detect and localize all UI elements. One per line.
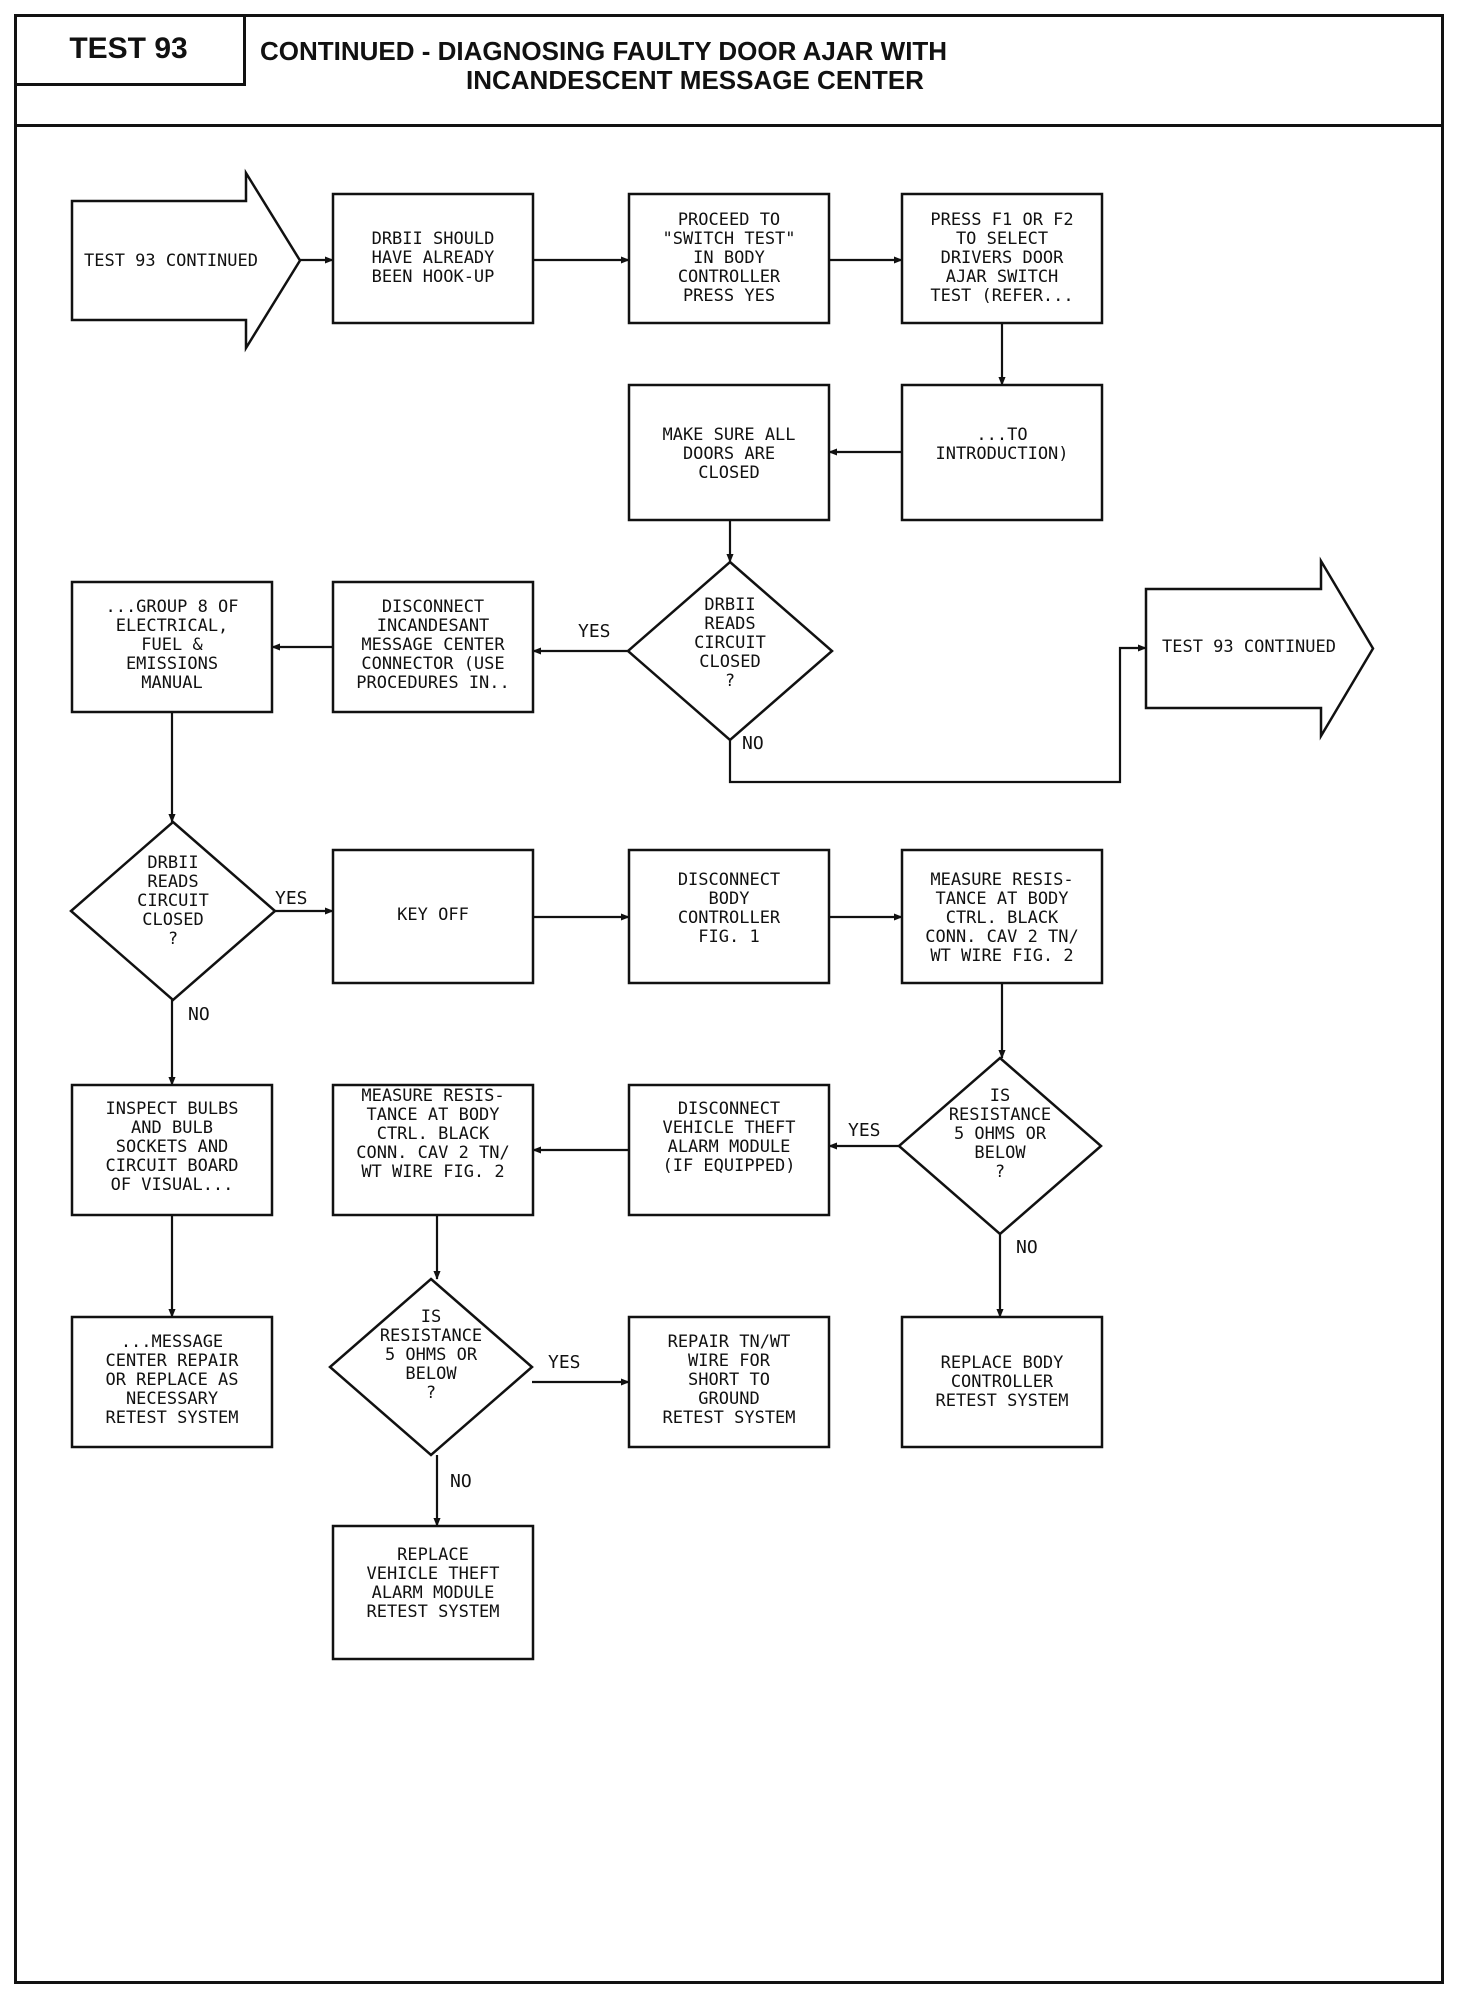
connector-labels: YES NO YES NO YES NO YES NO [188,621,1038,1492]
process-box [70,1083,274,1217]
start-arrow: TEST 93 CONTINUED [70,168,302,353]
no-label: NO [1016,1237,1038,1258]
page-frame [14,14,1444,1984]
process-box [627,848,831,985]
connector-line [728,644,1147,784]
process-box [331,1083,535,1217]
connector-arrow-shape [1144,556,1375,741]
header-row [14,14,1444,127]
process-box [70,1315,274,1449]
page-title: CONTINUED - DIAGNOSING FAULTY DOOR AJAR … [246,20,1246,100]
process-box [627,1083,831,1217]
decision-diamond [626,560,834,742]
decision-diamond [897,1056,1103,1236]
connector-lines [168,256,1147,1527]
process-box [70,580,274,714]
connector-arrow-shape [70,168,302,353]
process-box [627,192,831,325]
title-line-2: INCANDESCENT MESSAGE CENTER [466,65,924,95]
no-label: NO [742,733,764,754]
process-box [900,848,1104,985]
yes-label: YES [848,1120,881,1141]
key-off-text: KEY OFF [397,905,469,925]
process-box [627,383,831,522]
no-label: NO [188,1004,210,1025]
process-box [627,1315,831,1449]
test-number-label: TEST 93 [14,14,246,86]
no-label: NO [450,1471,472,1492]
process-box [331,580,535,714]
process-box [900,383,1104,522]
process-box [900,1315,1104,1449]
title-line-1: CONTINUED - DIAGNOSING FAULTY DOOR AJAR … [260,36,948,66]
start-text: TEST 93 CONTINUED [84,251,258,271]
key-off-box: KEY OFF [331,848,535,985]
yes-label: YES [578,621,611,642]
exit-text: TEST 93 CONTINUED [1162,637,1336,657]
yes-label: YES [275,888,308,909]
process-box [331,1524,535,1661]
exit-arrow: TEST 93 CONTINUED [1144,556,1375,741]
process-box [331,848,535,985]
decision-diamond [328,1277,534,1457]
process-box [331,192,535,325]
process-box [900,192,1104,325]
yes-label: YES [548,1352,581,1373]
decision-diamond [69,820,277,1002]
